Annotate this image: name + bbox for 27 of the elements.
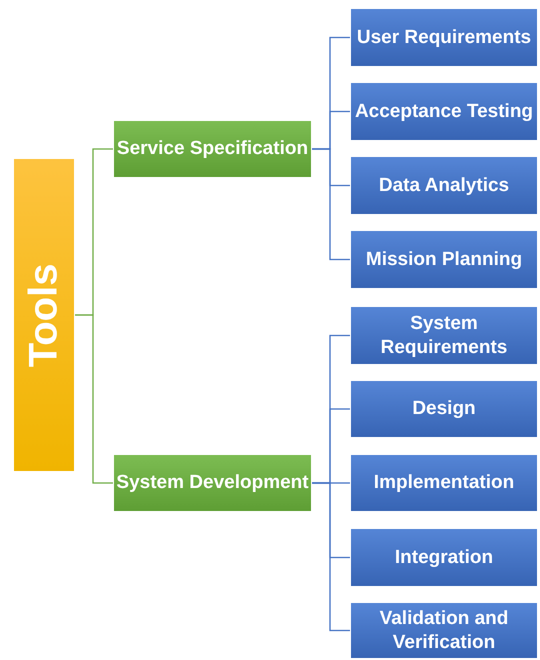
node-label: Acceptance Testing — [354, 100, 534, 124]
item-box — [350, 528, 538, 587]
item-box — [350, 156, 538, 215]
connector-line — [312, 148, 350, 260]
title-text: Tools — [20, 263, 67, 367]
connector-line — [75, 314, 113, 484]
item-box — [350, 230, 538, 289]
item-box — [350, 82, 538, 141]
node-label: Integration — [394, 546, 494, 570]
item-box — [350, 380, 538, 438]
item-box — [350, 454, 538, 512]
item-box — [350, 306, 538, 365]
node-label: Service Specification — [116, 137, 308, 161]
root-box — [13, 158, 75, 472]
category-box — [113, 120, 312, 178]
node-label: System Requirements — [380, 312, 508, 359]
category-box — [113, 454, 312, 512]
node-label: Design — [412, 397, 476, 421]
node-label: Data Analytics — [378, 174, 510, 198]
connector-line — [312, 482, 350, 632]
node-label: User Requirements — [356, 26, 532, 50]
node-label: Validation and Verification — [378, 607, 510, 654]
node-label: System Development — [116, 471, 309, 495]
node-label: Mission Planning — [366, 248, 522, 272]
node-label: Implementation — [374, 471, 514, 495]
item-box — [350, 602, 538, 659]
item-box — [350, 8, 538, 67]
